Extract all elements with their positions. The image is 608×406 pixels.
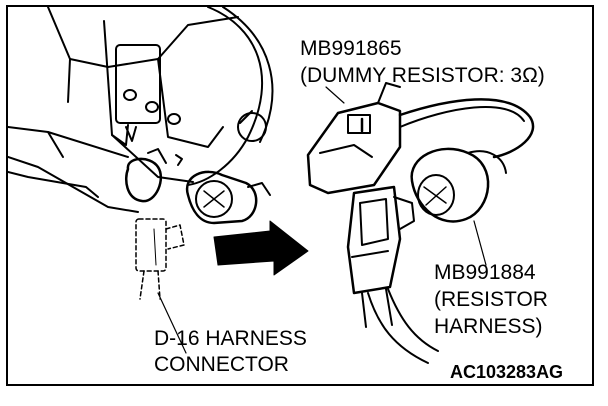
bracket-connector	[185, 170, 271, 225]
resistor-harness-line2: (RESISTOR	[434, 288, 548, 311]
harness-connector-line2: CONNECTOR	[154, 353, 289, 376]
dummy-resistor-description: (DUMMY RESISTOR: 3Ω)	[300, 64, 545, 87]
harness-connector-line1: D-16 HARNESS	[154, 327, 307, 350]
d16-connector-outline	[135, 218, 185, 300]
frame-rail	[8, 126, 139, 213]
dummy-resistor-part-number: MB991865	[300, 37, 402, 60]
arrow-icon	[213, 220, 309, 276]
resistor-harness-part-number: MB991884	[434, 261, 536, 284]
dummy-resistor	[306, 82, 535, 195]
figure-id: AC103283AG	[450, 362, 564, 382]
leader-line-mb991865	[325, 86, 345, 104]
diagram-illustration	[8, 7, 535, 364]
resistor-harness-plug	[410, 147, 507, 223]
diagram-frame: MB991865 (DUMMY RESISTOR: 3Ω) MB991884 (…	[6, 5, 594, 386]
leader-line-mb991884	[473, 220, 487, 266]
leader-line-d16	[157, 292, 187, 354]
resistor-harness-line3: HARNESS)	[434, 315, 543, 338]
resistor-harness-connector	[346, 185, 439, 364]
engine-bracket	[47, 7, 274, 203]
